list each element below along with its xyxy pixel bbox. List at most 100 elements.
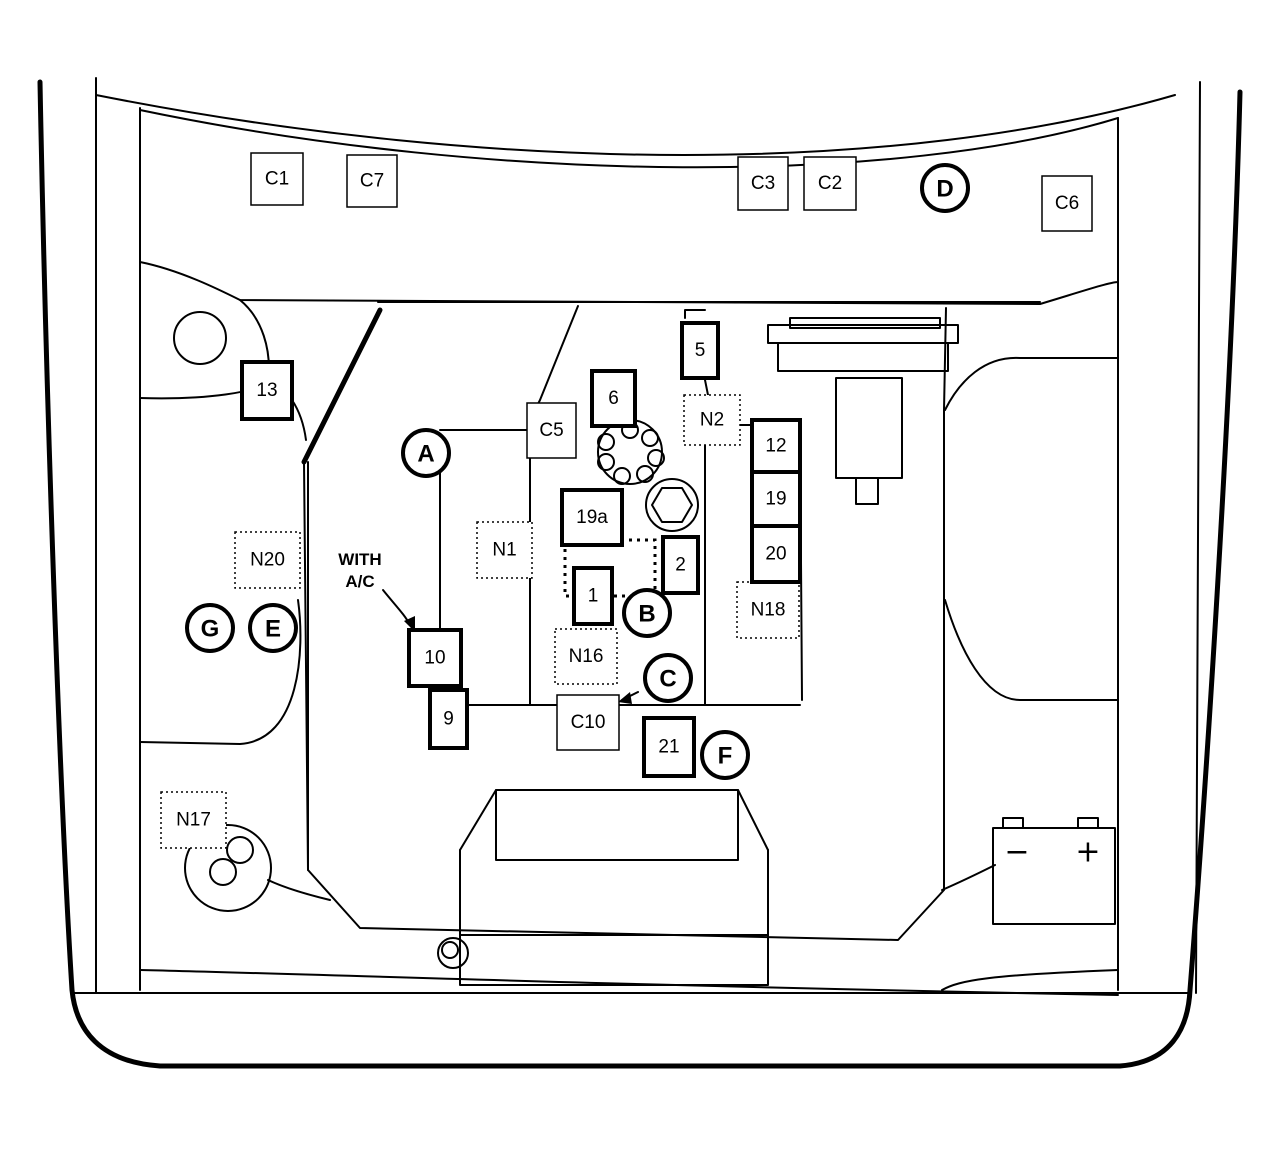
component-13-frame [240,360,294,421]
location-n20-frame [234,531,301,589]
component-12: 12 [750,418,802,474]
component-10-frame [407,628,463,688]
location-n2-frame [683,394,741,446]
with-ac-line2: A/C [345,572,374,591]
component-6-label: 6 [608,388,619,409]
component-13: 13 [240,360,294,421]
connector-c2-frame [803,156,857,211]
component-13-label: 13 [256,380,277,401]
connector-c7: C7 [346,154,398,208]
component-19: 19 [750,470,802,528]
ground-point-d: D [920,163,970,213]
component-2: 2 [661,535,700,595]
connector-c5: C5 [526,402,577,459]
location-n2: N2 [683,394,741,446]
ground-point-a: A [401,428,451,478]
air-filter-housing [437,789,769,986]
component-21-frame [642,716,696,778]
connector-c1: C1 [250,152,304,206]
component-6-frame [590,369,637,428]
component-19a-label: 19a [576,507,608,528]
dotted-region [563,538,657,598]
connector-c6-label: C6 [1055,193,1079,214]
ground-point-a-label: A [417,441,434,468]
ground-point-b-label: B [638,601,655,628]
connector-c6-frame [1041,175,1093,232]
location-n1-frame [476,521,533,579]
location-n18-label: N18 [751,600,786,621]
component-19-label: 19 [765,489,786,510]
ground-point-c-label: C [659,666,676,693]
connector-c7-frame [346,154,398,208]
location-n16-label: N16 [569,646,604,667]
connector-c10-label: C10 [571,712,606,733]
connector-c10: C10 [556,694,620,751]
location-n16: N16 [554,628,618,685]
location-n17-frame [160,791,227,849]
component-1-frame [572,566,614,626]
with-ac-annotation: WITH A/C [338,550,381,591]
location-n1-label: N1 [492,540,516,561]
ground-point-c-ring [643,653,693,703]
connector-c5-label: C5 [539,420,563,441]
component-21-label: 21 [658,737,679,758]
component-9-frame [428,688,469,750]
component-1: 1 [572,566,614,626]
connector-c3-label: C3 [751,173,775,194]
connector-c1-label: C1 [265,169,289,190]
location-n16-frame [554,628,618,685]
component-1-label: 1 [588,586,599,607]
component-20: 20 [750,524,802,584]
connector-c10-frame [556,694,620,751]
component-12-label: 12 [765,436,786,457]
component-19a-frame [560,488,624,547]
ground-point-g-ring [185,603,235,653]
ground-point-g-label: G [201,616,220,643]
component-12-frame [750,418,802,474]
component-9-label: 9 [443,709,454,730]
ground-point-f-ring [700,730,750,780]
ground-point-d-ring [920,163,970,213]
right-fender [941,356,1119,991]
component-21: 21 [642,716,696,778]
component-2-label: 2 [675,555,686,576]
component-19a: 19a [560,488,624,547]
component-5: 5 [680,321,720,380]
component-5-label: 5 [695,340,706,361]
location-n18: N18 [736,581,800,639]
engine-outline [301,305,947,941]
component-5-frame [680,321,720,380]
component-2-frame [661,535,700,595]
location-n18-frame [736,581,800,639]
location-n17: N17 [160,791,227,849]
ground-point-e: E [248,603,298,653]
battery-plus-sign: + [1075,835,1100,870]
connector-c3: C3 [737,156,789,211]
connector-c7-label: C7 [360,171,384,192]
component-20-frame [750,524,802,584]
connector-c6: C6 [1041,175,1093,232]
ground-point-b: B [622,588,672,638]
connector-c3-frame [737,156,789,211]
with-ac-line1: WITH [338,550,381,569]
connector-c2: C2 [803,156,857,211]
connector-c1-frame [250,152,304,206]
location-n2-label: N2 [700,410,724,431]
ground-point-a-ring [401,428,451,478]
ground-point-b-ring [622,588,672,638]
ground-point-e-ring [248,603,298,653]
ground-point-g: G [185,603,235,653]
connector-c5-frame [526,402,577,459]
ground-point-e-label: E [265,616,281,643]
location-n17-label: N17 [176,810,211,831]
component-9: 9 [428,688,469,750]
location-n20-label: N20 [250,550,285,571]
battery: − + [992,817,1116,925]
location-n1: N1 [476,521,533,579]
component-10-label: 10 [424,648,445,669]
component-10: 10 [407,628,463,688]
component-6: 6 [590,369,637,428]
component-20-label: 20 [765,544,786,565]
ground-point-c: C [643,653,693,703]
